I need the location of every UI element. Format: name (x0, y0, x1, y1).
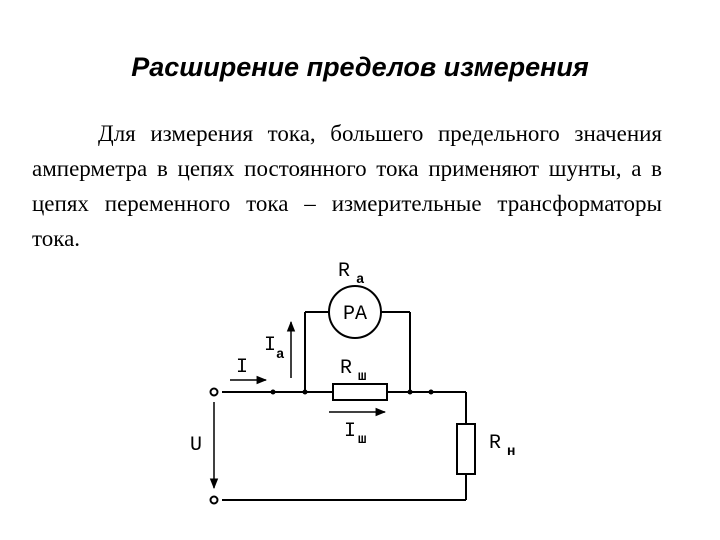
rsh-label: R (340, 357, 352, 380)
rn-subscript: н (507, 444, 515, 460)
ammeter-label: PA (343, 303, 367, 326)
paragraph-line-4: измерительные трансформаторы тока. (32, 191, 663, 251)
ra-label: R (338, 260, 350, 283)
ia-label: I (264, 334, 276, 357)
ish-label: I (344, 420, 356, 443)
body-paragraph: Для измерения тока, большего предельного… (32, 116, 662, 256)
slide-title: Расширение пределов измерения (131, 52, 589, 82)
rn-label: R (489, 432, 501, 455)
junction-dot (428, 389, 434, 395)
circuit-wires (222, 311, 467, 501)
ra-subscript: a (356, 272, 365, 288)
ia-subscript: a (276, 347, 285, 363)
junction-dot (302, 389, 308, 395)
paragraph-line-2: значения амперметра в цепях постоянного … (32, 121, 663, 181)
rsh-subscript: ш (358, 369, 366, 385)
junction-dot (270, 389, 276, 395)
i-label: I (236, 356, 248, 379)
ammeter-symbol (328, 285, 382, 339)
u-label: U (190, 434, 202, 457)
shunt-resistor (332, 383, 388, 401)
paragraph-line-1: Для измерения тока, большего предельного (98, 121, 560, 146)
terminal-bottom (209, 495, 219, 505)
load-resistor (456, 423, 476, 475)
ish-subscript: ш (358, 432, 366, 448)
junction-dot (407, 389, 413, 395)
terminal-top (209, 387, 219, 397)
paragraph-line-3: применяют шунты, а в цепях переменного т… (32, 156, 662, 216)
